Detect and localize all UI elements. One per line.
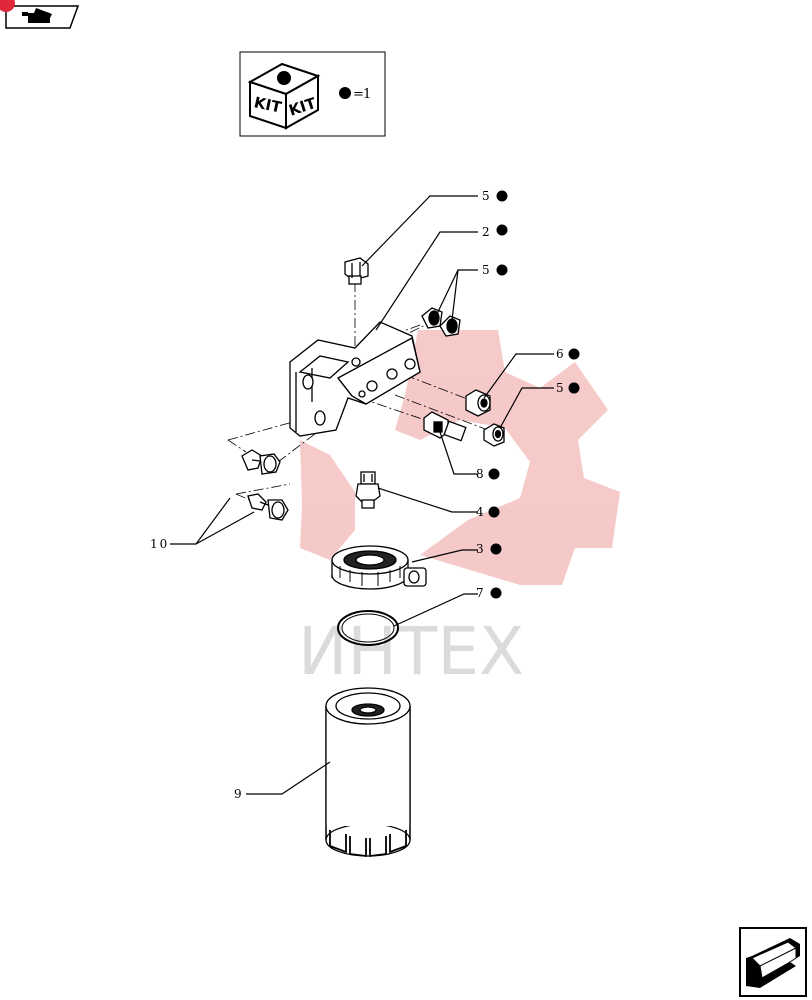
watermark: ИНТЕХ (298, 330, 620, 690)
next-page-button[interactable] (739, 927, 807, 997)
plug-top (344, 257, 369, 285)
callout-label: 9 (234, 787, 244, 801)
callout-5-right: 5 (556, 381, 580, 395)
previous-page-button[interactable] (0, 0, 80, 29)
kit-marker-icon (568, 382, 580, 394)
callout-label: 2 (482, 225, 492, 239)
callout-4: 4 (476, 505, 500, 519)
callout-label: 5 (482, 263, 492, 277)
filter-element-9 (325, 687, 411, 858)
callout-label: 10 (150, 537, 169, 551)
bracket (289, 321, 421, 437)
kit-label-left: KIT (252, 93, 283, 116)
kit-legend: KIT KIT = 1 (239, 51, 386, 137)
callout-5-top: 5 (482, 189, 508, 203)
kit-marker-icon (490, 543, 502, 555)
callout-label: 5 (482, 189, 492, 203)
callout-label: 8 (476, 467, 486, 481)
watermark-gear-icon (300, 330, 620, 585)
fitting-6 (465, 389, 491, 417)
fitting-4 (355, 471, 381, 509)
bolt-lower (247, 493, 289, 521)
callout-3: 3 (476, 542, 502, 556)
kit-marker-icon (496, 190, 508, 202)
callout-9: 9 (234, 787, 244, 801)
callout-label: 3 (476, 542, 486, 556)
watermark-text: ИНТЕХ (298, 613, 524, 690)
filter-head-3 (331, 545, 427, 590)
kit-marker-icon (490, 587, 502, 599)
red-marker-icon (0, 0, 15, 12)
previous-page-icon (22, 8, 52, 23)
kit-quantity: 1 (363, 87, 371, 102)
leader-lines (170, 195, 554, 795)
callout-label: 4 (476, 505, 486, 519)
parts-drawing (241, 257, 505, 858)
callout-label: 5 (556, 381, 566, 395)
callout-label: 7 (476, 586, 486, 600)
kit-marker-icon (496, 224, 508, 236)
kit-marker-icon (496, 264, 508, 276)
kit-bullet-icon (339, 87, 351, 99)
plug-right (483, 423, 505, 447)
callout-2: 2 (482, 224, 508, 239)
kit-marker-icon (488, 468, 500, 480)
o-ring-7 (337, 610, 399, 646)
callout-label: 6 (556, 347, 566, 361)
callout-5-pair: 5 (482, 263, 508, 277)
callout-10: 10 (150, 537, 169, 551)
kit-equals: = (353, 87, 364, 102)
next-page-icon (746, 938, 800, 988)
kit-marker-icon (568, 348, 580, 360)
sensor-8 (423, 411, 467, 442)
callout-6: 6 (556, 347, 580, 361)
kit-marker-icon (488, 506, 500, 518)
bolt-upper (241, 449, 281, 475)
callout-7: 7 (476, 586, 502, 600)
callout-8: 8 (476, 467, 500, 481)
